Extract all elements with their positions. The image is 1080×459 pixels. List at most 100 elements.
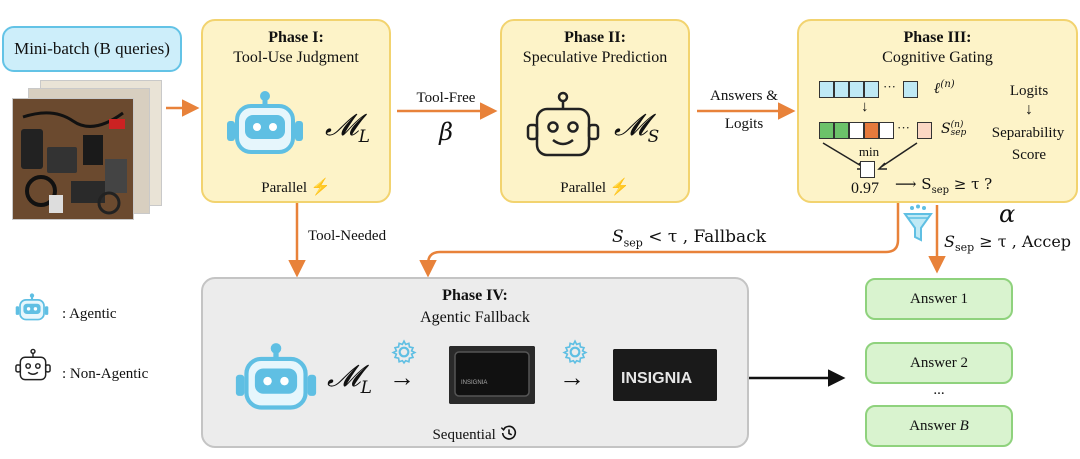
minibatch-label: Mini-batch (B queries): [2, 26, 182, 72]
logit-cell: [819, 81, 834, 98]
sep-cell: [819, 122, 834, 139]
tool-output-image-1-text: INSIGNIA: [461, 380, 487, 386]
answer-2: Answer 2: [865, 342, 1013, 384]
query-photo: [12, 98, 134, 220]
agentic-robot-icon: [223, 89, 307, 161]
logit-cell: [864, 81, 879, 98]
logit-cell: [834, 81, 849, 98]
phase1-model-letter: 𝓜: [325, 108, 359, 143]
non-agentic-robot-icon: [524, 91, 602, 163]
sep-cell-min: [864, 122, 879, 139]
sep-label: S(n)sep: [941, 120, 967, 138]
image-stack: [12, 80, 164, 222]
right-arrow-icon: →: [559, 363, 585, 392]
phase4-model-subscript: L: [360, 378, 372, 398]
accept-subscript: sep: [954, 241, 975, 255]
phase1-footer: Parallel ⚡: [203, 177, 389, 197]
tool-output-image-1: INSIGNIA: [449, 346, 535, 404]
phase2-subtitle: Speculative Prediction: [522, 49, 668, 66]
phase2-footer: Parallel ⚡: [502, 177, 688, 197]
logit-symbol: ℓ: [934, 79, 941, 97]
logits-word: Logits: [1009, 83, 1049, 99]
phase1-model-subscript: L: [358, 127, 370, 147]
separability-line1: Separability: [991, 125, 1065, 141]
phase3-subtitle: Cognitive Gating: [882, 49, 993, 66]
sep-cell: [849, 122, 864, 139]
label-answers-line1: Answers &: [710, 88, 778, 104]
phase2-model-subscript: S: [647, 127, 660, 147]
score-value: 0.97: [851, 180, 879, 197]
history-clock-icon: [500, 424, 518, 447]
ellipsis-icon: ···: [883, 79, 896, 94]
phase2-box: Phase II: Speculative Prediction 𝓜S Para…: [500, 19, 690, 203]
label-alpha: α: [999, 200, 1016, 228]
label-answers-line2: Logits: [724, 116, 764, 132]
answer-1: Answer 1: [865, 278, 1013, 320]
filter-funnel-icon: [902, 204, 934, 244]
sep-superscript: (n): [950, 120, 964, 130]
down-arrow-icon: ↓: [861, 99, 869, 115]
phase4-footer: Sequential: [203, 424, 747, 447]
sep-cell: [834, 122, 849, 139]
legend-non-agentic-label: : Non-Agentic: [62, 366, 149, 382]
separability-line2: Score: [1011, 147, 1047, 163]
label-tool-needed: Tool-Needed: [308, 228, 387, 244]
phase1-subtitle: Tool-Use Judgment: [233, 49, 359, 66]
phase4-box: Phase IV: Agentic Fallback 𝓜L → INSIGNIA: [201, 277, 749, 448]
gear-icon: [391, 339, 417, 365]
agentic-robot-icon: [231, 341, 321, 417]
threshold-check: ⟶ Ssep ≥ τ ?: [895, 175, 992, 196]
label-tool-free: Tool-Free: [416, 90, 476, 106]
sep-subscript: sep: [950, 128, 967, 138]
right-arrow-icon: →: [389, 363, 415, 392]
phase2-model-letter: 𝓜: [614, 108, 648, 143]
lightning-icon: ⚡: [310, 179, 331, 196]
threshold-check-tail: ≥ τ ?: [949, 175, 993, 193]
sep-cell: [879, 122, 894, 139]
answer-b: Answer B: [865, 405, 1013, 447]
legend-agentic-robot-icon: [14, 292, 50, 324]
label-beta: β: [439, 118, 453, 146]
legend-non-agentic-robot-icon: [14, 348, 52, 384]
fallback-tail: < τ , Fallback: [642, 227, 767, 247]
legend-agentic-label: : Agentic: [62, 306, 117, 322]
phase1-title: Phase I:: [268, 29, 324, 46]
logit-label: ℓ(n): [934, 79, 955, 98]
min-result-cell: [860, 161, 875, 178]
phase4-subtitle: Agentic Fallback: [420, 309, 530, 326]
phase4-footer-label: Sequential: [432, 426, 496, 443]
sep-cell: [917, 122, 932, 139]
fallback-subscript: sep: [623, 236, 643, 250]
logit-cell: [849, 81, 864, 98]
accept-tail: ≥ τ , Accep: [974, 232, 1072, 251]
phase2-footer-label: Parallel: [560, 180, 607, 196]
logit-superscript: (n): [940, 79, 955, 90]
phase1-footer-label: Parallel: [261, 180, 308, 196]
phase4-model-letter: 𝓜: [327, 359, 361, 394]
ellipsis-icon: ···: [897, 120, 910, 135]
down-arrow-icon: ↓: [1025, 101, 1033, 118]
phase2-title: Phase II:: [564, 29, 626, 46]
sep-symbol: S: [941, 121, 951, 137]
phase4-model-symbol: 𝓜L: [327, 359, 372, 398]
answer-b-var: B: [959, 418, 969, 434]
label-accept: Ssep ≥ τ , Accep: [944, 232, 1071, 254]
threshold-check-s: ⟶ S: [895, 175, 932, 193]
label-fallback: Ssep < τ , Fallback: [612, 227, 766, 249]
lightning-icon: ⚡: [609, 179, 630, 196]
logit-cell: [903, 81, 918, 98]
tool-output-image-2-text: INSIGNIA: [621, 370, 693, 387]
fallback-s: S: [612, 227, 624, 247]
accept-s: S: [944, 232, 955, 251]
phase2-model-symbol: 𝓜S: [614, 108, 659, 147]
phase3-title: Phase III:: [903, 29, 972, 46]
phase3-box: Phase III: Cognitive Gating ··· ℓ(n) ↓ ·…: [797, 19, 1078, 203]
min-label: min: [858, 144, 880, 159]
answer-b-prefix: Answer: [909, 418, 960, 434]
gear-icon: [562, 339, 588, 365]
phase1-model-symbol: 𝓜L: [325, 108, 370, 147]
threshold-check-sub: sep: [931, 185, 950, 196]
tool-output-image-2: INSIGNIA: [613, 349, 717, 401]
edge-fallback: [419, 203, 900, 278]
